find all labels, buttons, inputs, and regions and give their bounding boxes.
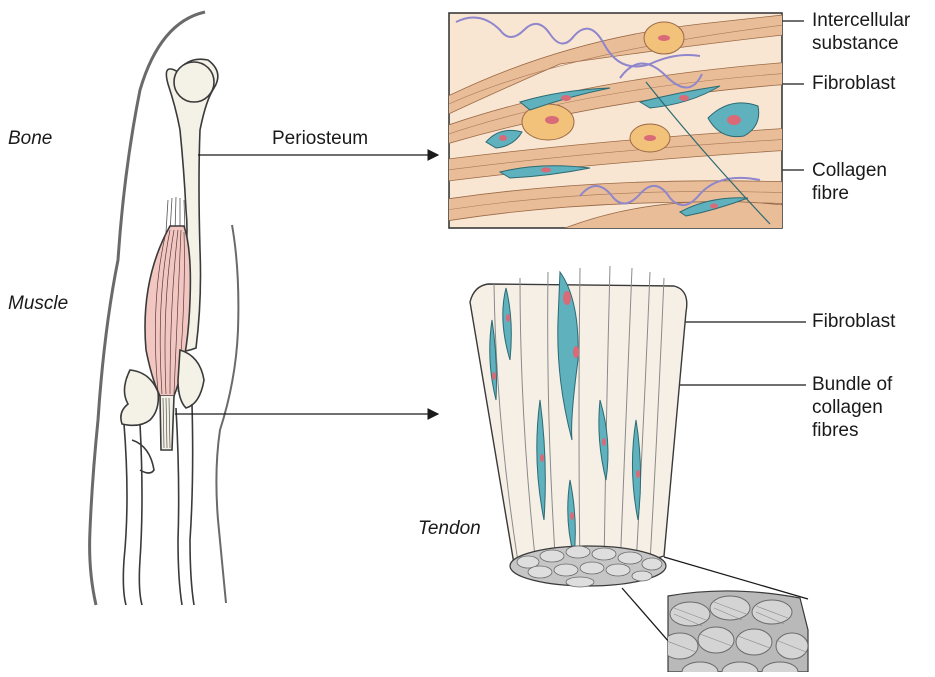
forearm-radius	[123, 424, 127, 605]
tendon-body	[470, 284, 687, 570]
connective-tissue-panel	[440, 13, 792, 232]
label-bone: Bone	[8, 127, 52, 150]
label-bundle-line1: Bundle of	[812, 373, 892, 396]
label-intercellular-line2: substance	[812, 32, 910, 55]
tendon-illustration	[470, 266, 687, 587]
humerus-head	[174, 62, 214, 102]
label-intercellular-line1: Intercellular	[812, 9, 910, 32]
magnified-cross-section	[662, 591, 808, 672]
label-muscle: Muscle	[8, 292, 68, 315]
label-periosteum: Periosteum	[272, 127, 368, 150]
forearm-ulna	[176, 408, 182, 605]
label-collagen-fibre: Collagen fibre	[812, 159, 887, 205]
label-bundle-line2: collagen	[812, 396, 892, 419]
label-intercellular-substance: Intercellular substance	[812, 9, 910, 55]
label-fibroblast-top: Fibroblast	[812, 72, 895, 95]
label-collagen-line1: Collagen	[812, 159, 887, 182]
label-tendon: Tendon	[418, 517, 481, 540]
label-fibroblast-bottom: Fibroblast	[812, 310, 895, 333]
label-collagen-line2: fibre	[812, 182, 887, 205]
label-bundle-of-collagen-fibres: Bundle of collagen fibres	[812, 373, 892, 442]
arm-illustration	[90, 12, 239, 605]
label-bundle-line3: fibres	[812, 419, 892, 442]
